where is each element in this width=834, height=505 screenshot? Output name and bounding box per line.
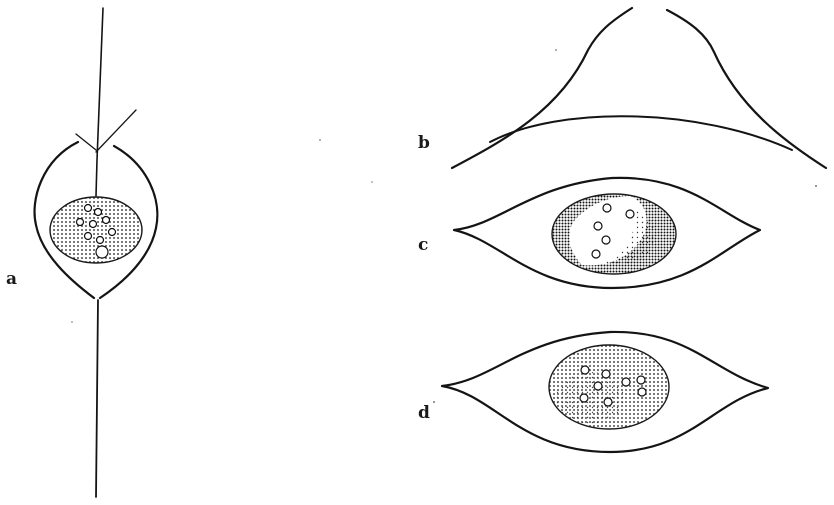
- panel-label-a: a: [6, 269, 17, 289]
- panel-a: a: [6, 8, 157, 497]
- bristle-right: [96, 110, 136, 152]
- panel-c: c: [418, 178, 760, 288]
- lorica-b-outer-left: [452, 8, 632, 168]
- protoplast-d-light: [556, 372, 624, 424]
- lorica-b-outer-right: [667, 10, 826, 168]
- panel-b: b: [418, 8, 826, 168]
- spine-upper: [96, 8, 103, 196]
- panel-label-b: b: [418, 133, 430, 153]
- panel-label-d: d: [418, 403, 430, 423]
- scan-specks: [71, 49, 817, 403]
- panel-label-c: c: [418, 235, 428, 255]
- panel-d: d: [418, 332, 768, 452]
- spine-lower: [96, 300, 98, 497]
- lorica-b-inner-arc: [490, 116, 792, 150]
